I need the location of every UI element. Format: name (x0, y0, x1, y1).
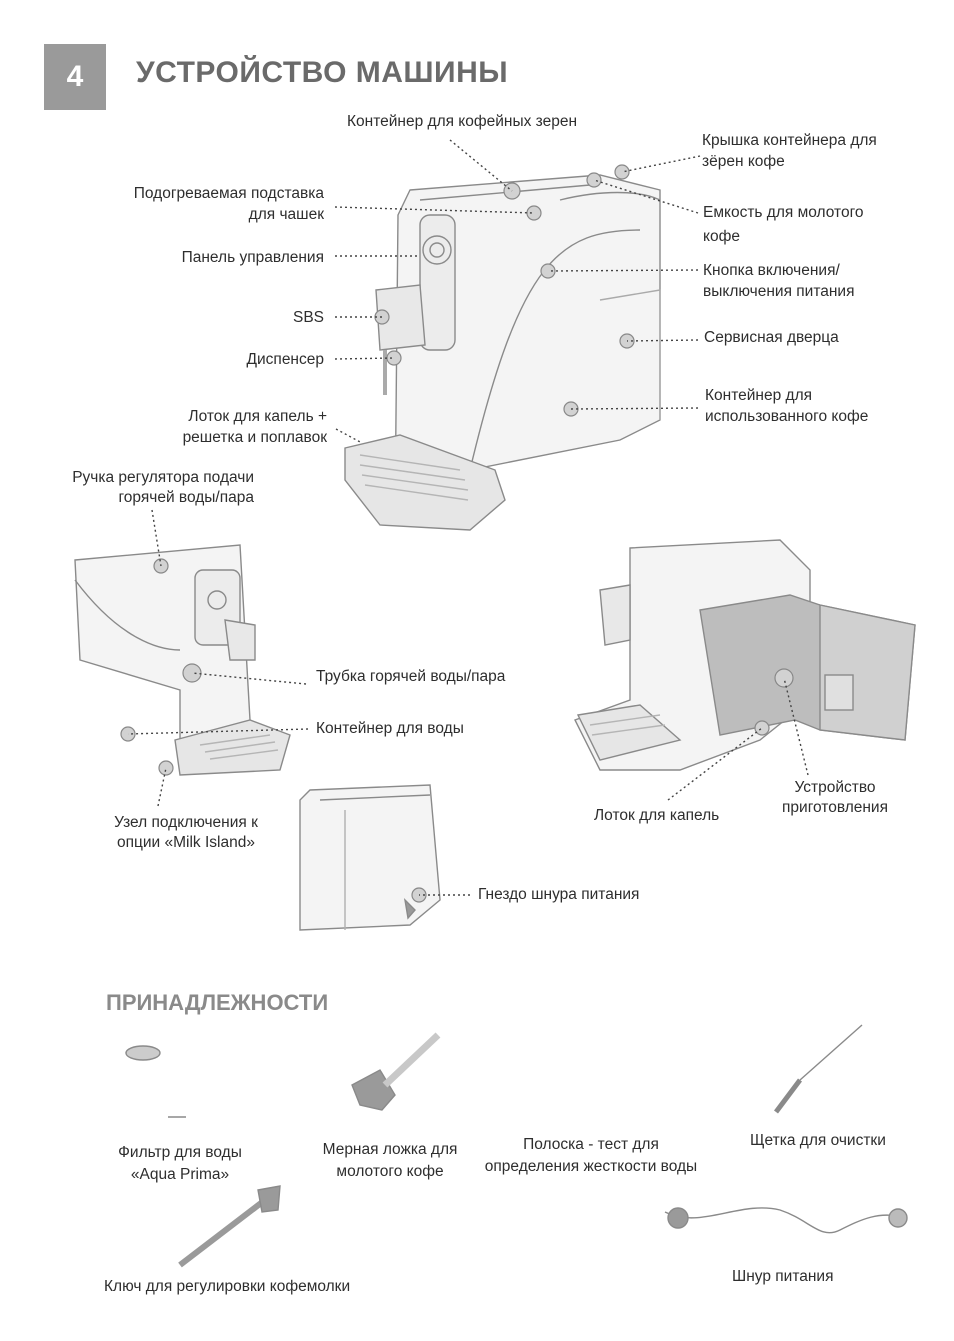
label-cup-warmer-line2: для чашек (248, 206, 324, 223)
right-machine-drawing (574, 539, 916, 771)
label-scoop-line1: Мерная ложка для (322, 1141, 458, 1158)
label-ground-coffee-line1: Емкость для молотого (703, 204, 864, 221)
label-control-panel: Панель управления (181, 249, 324, 266)
accessory-drawings (125, 1024, 908, 1268)
main-machine-drawing (344, 174, 661, 531)
label-steam-tube: Трубка горячей воды/пара (316, 668, 506, 685)
label-grinder-key: Ключ для регулировки кофемолки (104, 1278, 351, 1295)
label-drip-tray-line2: решетка и поплавок (182, 429, 327, 446)
label-bean-container: Контейнер для кофейных зерен (347, 113, 578, 130)
label-service-door: Сервисная дверца (704, 329, 839, 346)
label-milk-island-line1: Узел подключения к (114, 814, 258, 831)
section-number-box: 4 (44, 44, 106, 110)
label-drip-tray-short: Лоток для капель (594, 807, 720, 824)
label-steam-knob-line2: горячей воды/пара (118, 489, 254, 506)
label-used-coffee-line2: использованного кофе (705, 408, 869, 425)
label-dispenser: Диспенсер (246, 351, 324, 368)
page-title: УСТРОЙСТВО МАШИНЫ (136, 56, 509, 89)
label-ground-coffee-line2: кофе (703, 228, 740, 245)
section-number: 4 (66, 60, 84, 93)
label-brew-group-line2: приготовления (782, 799, 888, 816)
label-scoop-line2: молотого кофе (336, 1163, 444, 1180)
label-power-button-line2: выключения питания (703, 283, 855, 300)
back-machine-drawing (299, 784, 441, 931)
label-steam-knob-line1: Ручка регулятора подачи (72, 469, 254, 486)
label-bean-lid-line1: Крышка контейнера для (702, 132, 877, 149)
label-cleaning-brush: Щетка для очистки (750, 1132, 886, 1149)
label-brew-group-line1: Устройство (794, 779, 876, 796)
label-water-tank: Контейнер для воды (316, 720, 464, 737)
label-test-strip-line1: Полоска - тест для (523, 1136, 659, 1153)
accessories-title: ПРИНАДЛЕЖНОСТИ (106, 990, 329, 1015)
left-machine-drawing (74, 544, 291, 776)
label-power-button-line1: Кнопка включения/ (703, 262, 840, 279)
label-drip-tray-line1: Лоток для капель + (188, 408, 327, 425)
label-test-strip-line2: определения жесткости воды (484, 1158, 698, 1175)
label-bean-lid-line2: зёрен кофе (702, 153, 785, 170)
label-power-socket: Гнездо шнура питания (478, 886, 640, 903)
label-water-filter-line1: Фильтр для воды (118, 1144, 242, 1161)
label-milk-island-line2: опции «Milk Island» (117, 834, 255, 851)
label-sbs: SBS (292, 309, 324, 326)
label-used-coffee-line1: Контейнер для (705, 387, 813, 404)
label-power-cord: Шнур питания (732, 1268, 834, 1285)
label-water-filter-line2: «Aqua Prima» (130, 1166, 230, 1183)
label-cup-warmer-line1: Подогреваемая подставка (133, 185, 324, 202)
